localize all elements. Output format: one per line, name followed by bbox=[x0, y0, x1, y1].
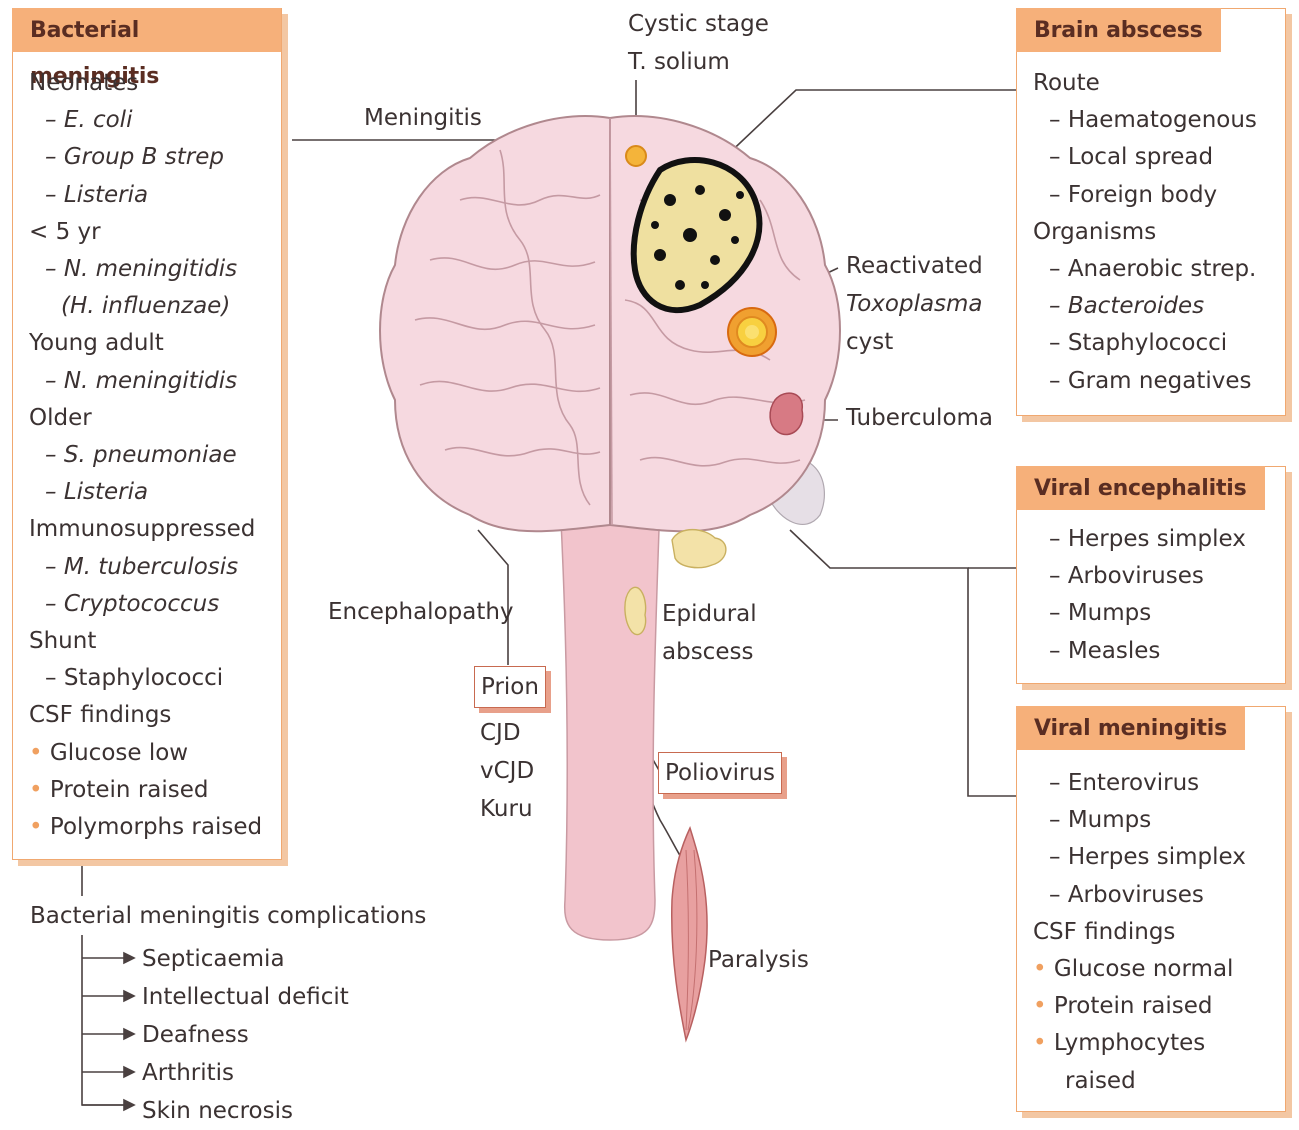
cystic-stage-label: Cystic stage bbox=[628, 6, 769, 42]
list-item: Group B strep bbox=[29, 139, 262, 176]
t-solium-cyst bbox=[626, 146, 646, 166]
brain-abscess-list: RouteHaematogenousLocal spreadForeign bo… bbox=[1033, 65, 1257, 400]
viral-encephalitis-title: Viral encephalitis bbox=[1016, 466, 1265, 510]
list-item: CSF findings bbox=[29, 697, 262, 734]
epidural-label-2: abscess bbox=[662, 634, 753, 670]
prion-item: CJD bbox=[480, 714, 534, 752]
brain-abscess-title: Brain abscess bbox=[1016, 8, 1221, 52]
list-item: Staphylococci bbox=[29, 660, 262, 697]
list-item: Herpes simplex bbox=[1033, 521, 1246, 558]
complication-item: Intellectual deficit bbox=[142, 978, 349, 1016]
list-item: Protein raised bbox=[29, 772, 262, 809]
tuberculoma-lesion bbox=[770, 393, 803, 434]
list-item: Foreign body bbox=[1033, 177, 1257, 214]
list-item: Anaerobic strep. bbox=[1033, 251, 1257, 288]
list-item: Neonates bbox=[29, 65, 262, 102]
viral-meningitis-list: EnterovirusMumpsHerpes simplexArboviruse… bbox=[1033, 765, 1246, 1100]
brain-stem bbox=[560, 500, 660, 940]
epidural-label-1: Epidural bbox=[662, 596, 757, 632]
list-item: N. meningitidis bbox=[29, 251, 262, 288]
viral-connector bbox=[790, 530, 1016, 796]
list-item: Cryptococcus bbox=[29, 586, 262, 623]
complication-item: Skin necrosis bbox=[142, 1092, 349, 1130]
prion-box: Prion bbox=[474, 666, 546, 708]
list-item: Glucose normal bbox=[1033, 951, 1246, 988]
bacterial-meningitis-title: Bacterial meningitis bbox=[12, 8, 281, 52]
complication-item: Septicaemia bbox=[142, 940, 349, 978]
list-item: Lymphocytes bbox=[1033, 1025, 1246, 1062]
list-item: M. tuberculosis bbox=[29, 549, 262, 586]
complications-title: Bacterial meningitis complications bbox=[30, 898, 426, 934]
list-item: < 5 yr bbox=[29, 214, 262, 251]
list-item: Mumps bbox=[1033, 595, 1246, 632]
brain-abscess-connector bbox=[722, 90, 1016, 160]
list-item: Bacteroides bbox=[1033, 288, 1257, 325]
list-item: Arboviruses bbox=[1033, 877, 1246, 914]
t-solium-label: T. solium bbox=[628, 44, 730, 80]
toxoplasma-label-3: cyst bbox=[846, 324, 893, 360]
paralysis-label: Paralysis bbox=[708, 942, 809, 978]
list-item: Protein raised bbox=[1033, 988, 1246, 1025]
list-item: Young adult bbox=[29, 325, 262, 362]
list-item: Mumps bbox=[1033, 802, 1246, 839]
list-item: S. pneumoniae bbox=[29, 437, 262, 474]
list-item: Listeria bbox=[29, 474, 262, 511]
list-item: Route bbox=[1033, 65, 1257, 102]
list-item: CSF findings bbox=[1033, 914, 1246, 951]
meningitis-label: Meningitis bbox=[364, 100, 482, 136]
list-item: N. meningitidis bbox=[29, 363, 262, 400]
viral-meningitis-title: Viral meningitis bbox=[1016, 706, 1245, 750]
list-item: Immunosuppressed bbox=[29, 511, 262, 548]
list-item: E. coli bbox=[29, 102, 262, 139]
list-item: Herpes simplex bbox=[1033, 839, 1246, 876]
toxoplasma-label-2: Toxoplasma bbox=[846, 286, 983, 322]
list-item: raised bbox=[1033, 1063, 1246, 1100]
list-item: Local spread bbox=[1033, 139, 1257, 176]
list-item: Enterovirus bbox=[1033, 765, 1246, 802]
list-item: (H. influenzae) bbox=[29, 288, 262, 325]
bacterial-meningitis-list: NeonatesE. coliGroup B strepListeria< 5 … bbox=[29, 65, 262, 846]
toxoplasma-label-1: Reactivated bbox=[846, 248, 983, 284]
viral-encephalitis-box: Viral encephalitis Herpes simplexArbovir… bbox=[1016, 466, 1286, 684]
left-hemisphere bbox=[380, 116, 610, 531]
prion-item: vCJD bbox=[480, 752, 534, 790]
viral-encephalitis-list: Herpes simplexArbovirusesMumpsMeasles bbox=[1033, 521, 1246, 670]
list-item: Glucose low bbox=[29, 735, 262, 772]
muscle bbox=[672, 828, 707, 1040]
list-item: Listeria bbox=[29, 177, 262, 214]
list-item: Staphylococci bbox=[1033, 325, 1257, 362]
list-item: Older bbox=[29, 400, 262, 437]
complication-item: Arthritis bbox=[142, 1054, 349, 1092]
encephalopathy-label: Encephalopathy bbox=[328, 594, 514, 630]
list-item: Measles bbox=[1033, 633, 1246, 670]
prion-item: Kuru bbox=[480, 790, 534, 828]
list-item: Arboviruses bbox=[1033, 558, 1246, 595]
list-item: Shunt bbox=[29, 623, 262, 660]
viral-meningitis-box: Viral meningitis EnterovirusMumpsHerpes … bbox=[1016, 706, 1286, 1112]
tuberculoma-label: Tuberculoma bbox=[846, 400, 993, 436]
list-item: Gram negatives bbox=[1033, 363, 1257, 400]
complication-item: Deafness bbox=[142, 1016, 349, 1054]
list-item: Haematogenous bbox=[1033, 102, 1257, 139]
list-item: Organisms bbox=[1033, 214, 1257, 251]
bacterial-meningitis-box: Bacterial meningitis NeonatesE. coliGrou… bbox=[12, 8, 282, 860]
poliovirus-box: Poliovirus bbox=[658, 752, 782, 794]
list-item: Polymorphs raised bbox=[29, 809, 262, 846]
brain-abscess-box: Brain abscess RouteHaematogenousLocal sp… bbox=[1016, 8, 1286, 416]
